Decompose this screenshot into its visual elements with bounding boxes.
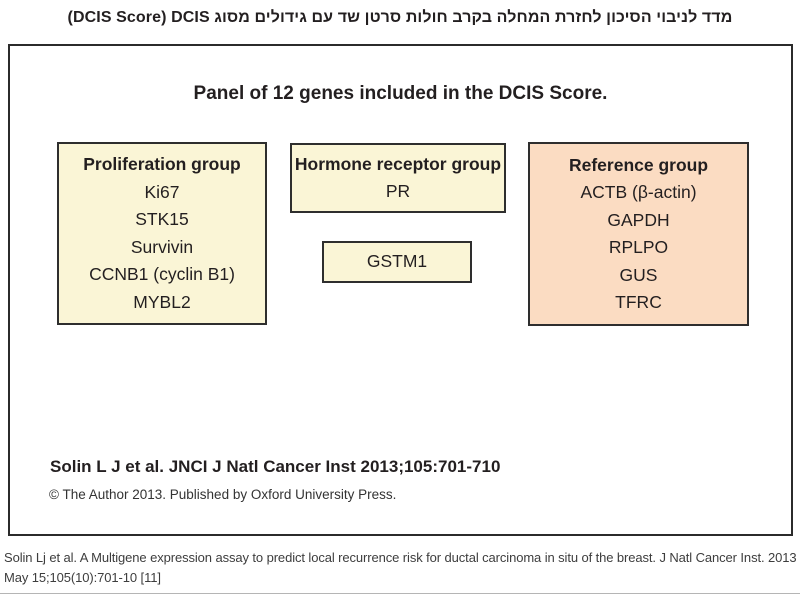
gene-label: Ki67 <box>144 181 180 202</box>
gene-label: GSTM1 <box>366 251 428 272</box>
reference-group-box: Reference group ACTB (β-actin) GAPDH RPL… <box>528 142 749 326</box>
page-title-hebrew: מדד לניבוי הסיכון לחזרת המחלה בקרב חולות… <box>0 9 800 27</box>
gene-label: MYBL2 <box>133 291 191 312</box>
copyright: © The Author 2013. Published by Oxford U… <box>49 487 397 502</box>
gene-label: STK15 <box>135 209 189 229</box>
figure-title: Panel of 12 genes included in the DCIS S… <box>193 83 608 104</box>
gstm1-box: GSTM1 <box>322 241 472 283</box>
gene-label: ACTB (β-actin) <box>580 182 697 202</box>
gene-label: Survivin <box>130 236 194 257</box>
proliferation-group-box: Proliferation group Ki67 STK15 Survivin … <box>57 142 267 325</box>
hormone-receptor-group-box: Hormone receptor group PR <box>290 143 506 213</box>
gene-label: CCNB1 (cyclin B1) <box>89 264 235 284</box>
page-title-latin-text: (DCIS Score) DCIS <box>67 9 210 26</box>
group-name: Reference group <box>568 154 709 175</box>
gene-label: GUS <box>619 264 658 285</box>
group-name: Proliferation group <box>83 154 241 174</box>
footer-caption: Solin Lj et al. A Multigene expression a… <box>4 550 797 585</box>
gene-label: GAPDH <box>607 209 670 230</box>
gene-label: TFRC <box>615 292 662 312</box>
group-name: Hormone receptor group <box>294 153 502 174</box>
page-title-hebrew-text: מדד לניבוי הסיכון לחזרת המחלה בקרב חולות… <box>214 9 733 26</box>
gene-label: PR <box>385 181 411 201</box>
gene-label: RPLPO <box>608 237 669 257</box>
figure-frame: Panel of 12 genes included in the DCIS S… <box>8 44 793 536</box>
citation: Solin L J et al. JNCI J Natl Cancer Inst… <box>50 457 501 476</box>
